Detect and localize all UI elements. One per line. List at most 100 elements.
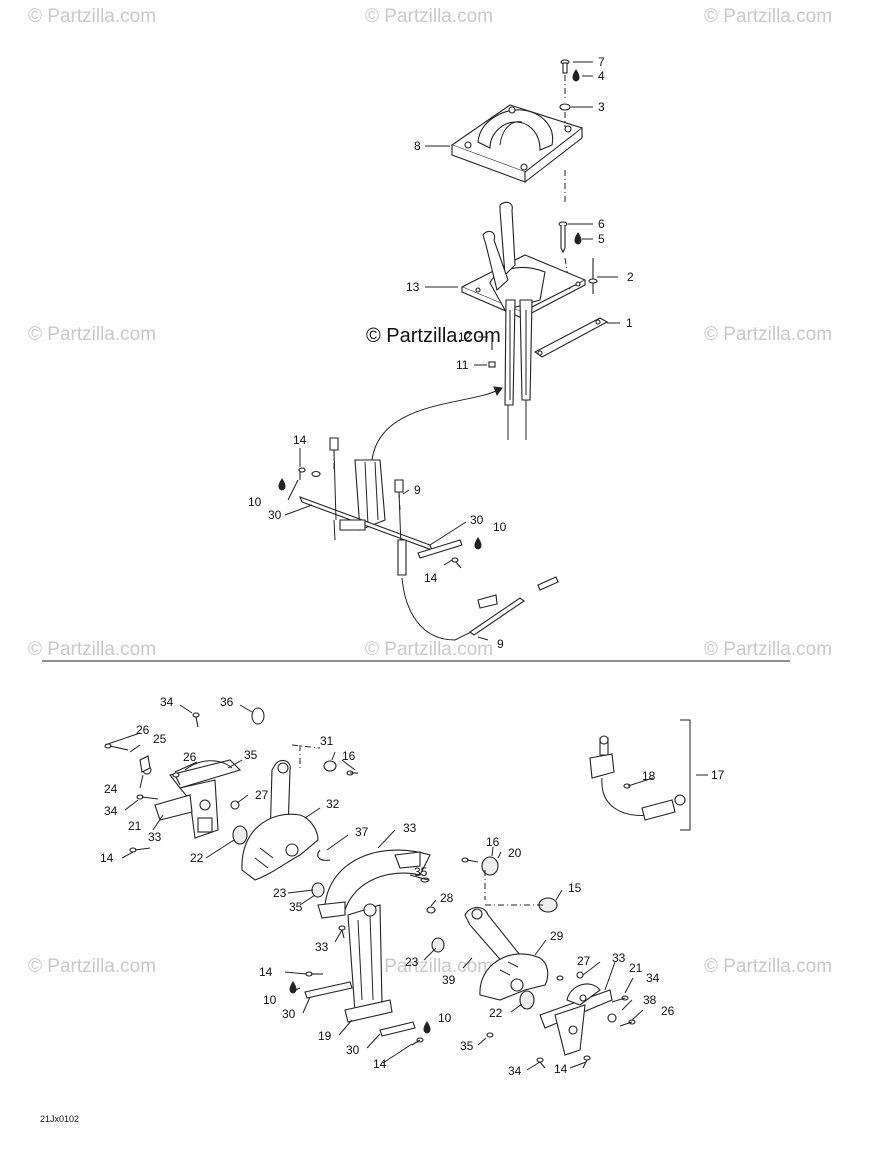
part-callout[interactable]: 14 bbox=[554, 1062, 568, 1076]
part-callout[interactable]: 5 bbox=[598, 232, 605, 246]
part-callout[interactable]: 33 bbox=[403, 821, 417, 835]
part-callout[interactable]: 14 bbox=[293, 433, 307, 447]
part-callout[interactable]: 10 bbox=[493, 520, 507, 534]
part-callout[interactable]: 17 bbox=[711, 768, 725, 782]
part-callout[interactable]: 9 bbox=[414, 483, 421, 497]
part-callout[interactable]: 33 bbox=[148, 830, 162, 844]
part-callout[interactable]: 35 bbox=[460, 1039, 474, 1053]
nut-part[interactable] bbox=[488, 361, 496, 368]
part-callout[interactable]: 21 bbox=[128, 819, 142, 833]
part-callout[interactable]: 30 bbox=[470, 513, 484, 527]
throttle-control-part[interactable] bbox=[460, 201, 587, 440]
part-callout[interactable]: 14 bbox=[424, 571, 438, 585]
part-callout[interactable]: 9 bbox=[497, 637, 504, 651]
part-callout[interactable]: 3 bbox=[598, 100, 605, 114]
seal-ring-part[interactable] bbox=[251, 707, 265, 725]
bushing-part[interactable] bbox=[481, 856, 499, 876]
safety-switch-harness-part[interactable] bbox=[589, 735, 686, 821]
threadlocker-drop-icon bbox=[278, 478, 286, 491]
watermark: © Partzilla.com bbox=[365, 6, 493, 27]
part-callout[interactable]: 16 bbox=[486, 835, 500, 849]
shift-lever-bracket-part[interactable] bbox=[299, 459, 433, 551]
part-callout[interactable]: 23 bbox=[405, 955, 419, 969]
part-callout[interactable]: 34 bbox=[104, 804, 118, 818]
part-callout[interactable]: 35 bbox=[244, 748, 258, 762]
fastener-group[interactable] bbox=[298, 467, 463, 569]
shift-lever-arm-part[interactable] bbox=[464, 906, 549, 1001]
mounting-plate-part[interactable] bbox=[379, 1021, 416, 1037]
part-callout[interactable]: 29 bbox=[550, 929, 564, 943]
right-fastener-group[interactable] bbox=[536, 971, 636, 1069]
mounting-screw-part[interactable] bbox=[558, 221, 568, 254]
part-callout[interactable]: 26 bbox=[183, 750, 197, 764]
throttle-cable-part[interactable] bbox=[329, 437, 559, 641]
bushing-part[interactable] bbox=[519, 990, 535, 1010]
part-callout[interactable]: 30 bbox=[282, 1007, 296, 1021]
washer-part[interactable] bbox=[559, 103, 571, 111]
part-callout[interactable]: 4 bbox=[598, 69, 605, 83]
part-callout[interactable]: 27 bbox=[577, 954, 591, 968]
part-callout[interactable]: 10 bbox=[263, 993, 277, 1007]
part-callout[interactable]: 26 bbox=[661, 1004, 675, 1018]
part-callout[interactable]: 21 bbox=[629, 961, 643, 975]
part-callout[interactable]: 1 bbox=[626, 316, 633, 330]
part-callout[interactable]: 30 bbox=[268, 508, 282, 522]
part-callout[interactable]: 22 bbox=[489, 1006, 503, 1020]
part-callout[interactable]: 10 bbox=[248, 495, 262, 509]
part-callout[interactable]: 16 bbox=[342, 749, 356, 763]
part-callout[interactable]: 35 bbox=[414, 865, 428, 879]
mounting-bracket-part[interactable] bbox=[533, 317, 609, 358]
part-callout[interactable]: 28 bbox=[440, 891, 454, 905]
part-callout[interactable]: 35 bbox=[289, 900, 303, 914]
part-callout[interactable]: 34 bbox=[646, 971, 660, 985]
part-callout[interactable]: 34 bbox=[160, 695, 174, 709]
spring-part[interactable] bbox=[426, 906, 436, 914]
part-callout[interactable]: 39 bbox=[442, 973, 456, 987]
part-callout[interactable]: 34 bbox=[508, 1064, 522, 1078]
washer-part[interactable] bbox=[323, 760, 337, 772]
part-callout[interactable]: 7 bbox=[598, 55, 605, 69]
part-callout[interactable]: 33 bbox=[315, 940, 329, 954]
part-callout[interactable]: 14 bbox=[373, 1057, 387, 1071]
part-callout[interactable]: 20 bbox=[508, 846, 522, 860]
part-callout[interactable]: 38 bbox=[643, 993, 657, 1007]
part-callout[interactable]: 22 bbox=[190, 851, 204, 865]
part-callout[interactable]: 27 bbox=[255, 788, 269, 802]
part-callout[interactable]: 30 bbox=[346, 1043, 360, 1057]
throttle-lever-arm-part[interactable] bbox=[241, 759, 319, 881]
lever-housing-right-part[interactable] bbox=[539, 983, 613, 1056]
part-callout[interactable]: 24 bbox=[104, 782, 118, 796]
mounting-plate-part[interactable] bbox=[304, 981, 353, 999]
retaining-clip-part[interactable] bbox=[317, 849, 331, 861]
rivet-part[interactable] bbox=[588, 258, 598, 294]
part-callout[interactable]: 6 bbox=[598, 217, 605, 231]
part-callout[interactable]: 10 bbox=[438, 1011, 452, 1025]
part-callout[interactable]: 14 bbox=[259, 965, 273, 979]
part-callout[interactable]: 18 bbox=[642, 769, 656, 783]
small-fastener-group[interactable] bbox=[104, 712, 358, 853]
part-callout[interactable]: 31 bbox=[320, 734, 334, 748]
part-callout[interactable]: 12 bbox=[458, 330, 472, 344]
part-callout[interactable]: 25 bbox=[153, 732, 167, 746]
part-callout[interactable]: 26 bbox=[136, 723, 150, 737]
watermark: © Partzilla.com bbox=[704, 956, 832, 977]
console-cover-part[interactable] bbox=[450, 104, 584, 183]
part-callout[interactable]: 8 bbox=[414, 139, 421, 153]
part-callout[interactable]: 15 bbox=[568, 881, 582, 895]
cover-screw-part[interactable] bbox=[560, 59, 570, 74]
part-callout[interactable]: 36 bbox=[220, 695, 234, 709]
part-callout[interactable]: 33 bbox=[612, 951, 626, 965]
part-callout[interactable]: 37 bbox=[355, 825, 369, 839]
part-callout[interactable]: 14 bbox=[100, 851, 114, 865]
part-callout[interactable]: 32 bbox=[326, 797, 340, 811]
bushing-part[interactable] bbox=[232, 825, 248, 845]
part-callout[interactable]: 23 bbox=[273, 886, 287, 900]
part-callout[interactable]: 13 bbox=[406, 280, 420, 294]
bolt-group[interactable] bbox=[305, 857, 494, 1046]
part-callout[interactable]: 2 bbox=[627, 270, 634, 284]
part-callout[interactable]: 19 bbox=[318, 1029, 332, 1043]
lever-housing-left-part[interactable] bbox=[154, 759, 242, 839]
bushing-part[interactable] bbox=[311, 882, 325, 898]
part-callout[interactable]: 11 bbox=[456, 358, 469, 372]
lever-support-bracket-part[interactable] bbox=[317, 849, 431, 1023]
